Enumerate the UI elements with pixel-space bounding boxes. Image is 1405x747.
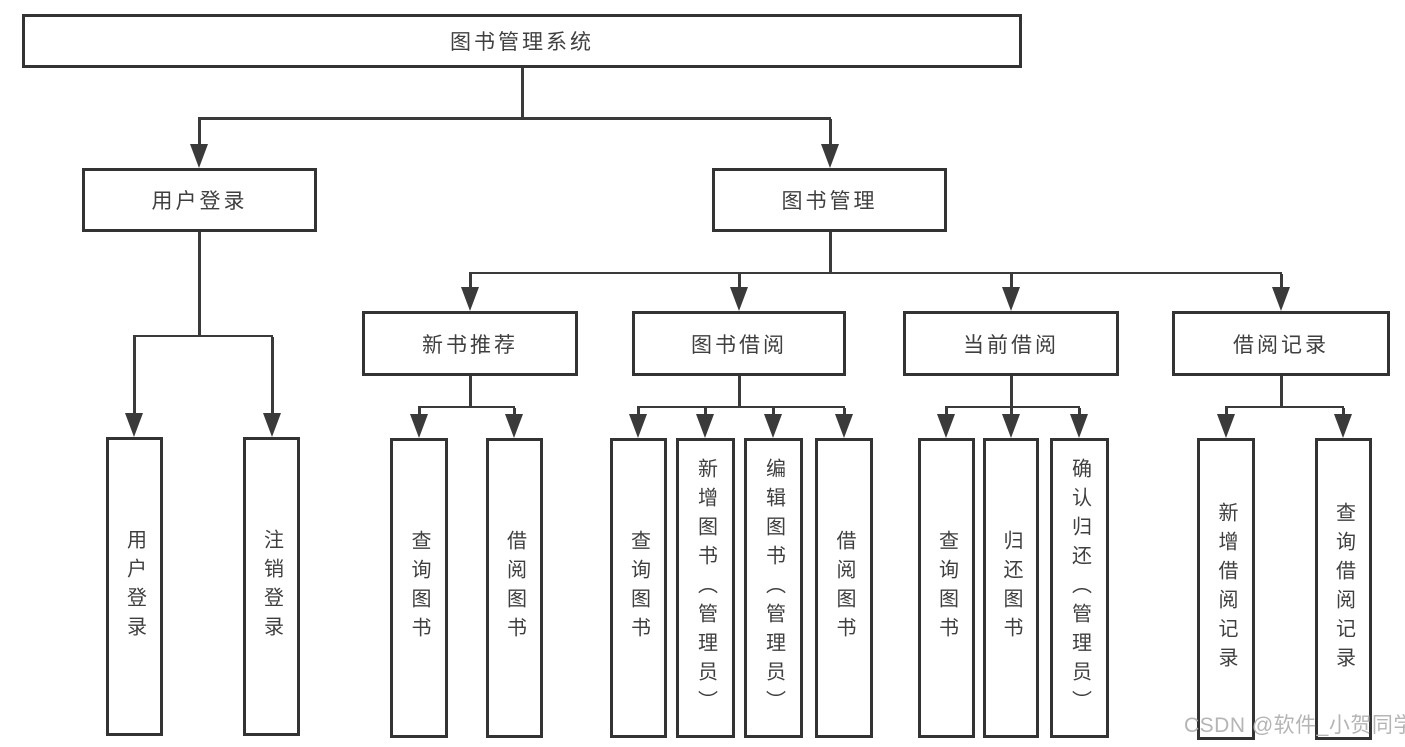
connector-line — [1225, 408, 1228, 418]
node-confirm-return-admin: 确认归还（管理员） — [1050, 438, 1109, 738]
arrow-down-icon — [410, 414, 428, 438]
connector-line — [271, 337, 274, 417]
arrow-down-icon — [696, 414, 714, 438]
connector-line — [1225, 405, 1344, 408]
connector-line — [133, 337, 136, 417]
arrow-down-icon — [1002, 414, 1020, 438]
connector-line — [738, 376, 741, 407]
node-add-borrow-record: 新增借阅记录 — [1197, 438, 1255, 740]
node-query-borrow-record: 查询借阅记录 — [1315, 438, 1372, 740]
arrow-down-icon — [505, 414, 523, 438]
arrow-down-icon — [764, 414, 782, 438]
connector-line — [945, 405, 1080, 408]
connector-line — [418, 408, 421, 418]
connector-line — [945, 408, 948, 418]
node-borrowing-records: 借阅记录 — [1172, 311, 1390, 376]
connector-line — [1010, 274, 1013, 291]
node-current-borrowing: 当前借阅 — [903, 311, 1119, 376]
connector-line — [469, 274, 472, 291]
arrow-down-icon — [1217, 414, 1235, 438]
arrow-down-icon — [937, 414, 955, 438]
connector-line — [1010, 408, 1013, 418]
arrow-down-icon — [125, 413, 143, 437]
arrow-down-icon — [1272, 287, 1290, 311]
connector-line — [198, 119, 201, 149]
node-book-borrowing: 图书借阅 — [632, 311, 846, 376]
connector-line — [469, 271, 1282, 274]
node-borrow-books-1: 借阅图书 — [486, 438, 543, 738]
arrow-down-icon — [1002, 287, 1020, 311]
csdn-watermark: CSDN @软件_小贺同学 — [1184, 714, 1405, 737]
connector-line — [513, 408, 516, 418]
connector-line — [198, 117, 831, 120]
connector-line — [1078, 408, 1081, 418]
connector-line — [1010, 376, 1013, 407]
connector-line — [637, 405, 845, 408]
connector-line — [521, 68, 524, 118]
connector-line — [843, 408, 846, 418]
arrow-down-icon — [263, 413, 281, 437]
connector-line — [772, 408, 775, 418]
connector-line — [133, 334, 273, 337]
connector-line — [1280, 376, 1283, 407]
node-new-book-recommend: 新书推荐 — [362, 311, 578, 376]
arrow-down-icon — [1334, 414, 1352, 438]
node-add-books-admin: 新增图书（管理员） — [676, 438, 735, 738]
connector-line — [637, 408, 640, 418]
connector-line — [469, 376, 472, 407]
arrow-down-icon — [821, 144, 839, 168]
arrow-down-icon — [461, 287, 479, 311]
connector-line — [829, 119, 832, 149]
connector-line — [704, 408, 707, 418]
node-user-login-item: 用户登录 — [106, 437, 163, 736]
node-book-management: 图书管理 — [712, 168, 947, 232]
node-query-books-2: 查询图书 — [610, 438, 667, 738]
connector-line — [1280, 274, 1283, 291]
arrow-down-icon — [730, 287, 748, 311]
connector-line — [418, 405, 515, 408]
node-query-books-1: 查询图书 — [390, 438, 448, 738]
connector-line — [829, 232, 832, 273]
arrow-down-icon — [835, 414, 853, 438]
connector-line — [738, 274, 741, 291]
node-edit-books-admin: 编辑图书（管理员） — [744, 438, 803, 738]
node-logout-item: 注销登录 — [243, 437, 300, 736]
connector-line — [1342, 408, 1345, 418]
arrow-down-icon — [190, 144, 208, 168]
node-user-login: 用户登录 — [82, 168, 317, 232]
node-query-books-3: 查询图书 — [918, 438, 975, 738]
node-borrow-books-2: 借阅图书 — [815, 438, 873, 738]
arrow-down-icon — [629, 414, 647, 438]
node-root: 图书管理系统 — [22, 14, 1022, 68]
connector-line — [198, 232, 201, 336]
arrow-down-icon — [1070, 414, 1088, 438]
node-return-books: 归还图书 — [983, 438, 1039, 738]
